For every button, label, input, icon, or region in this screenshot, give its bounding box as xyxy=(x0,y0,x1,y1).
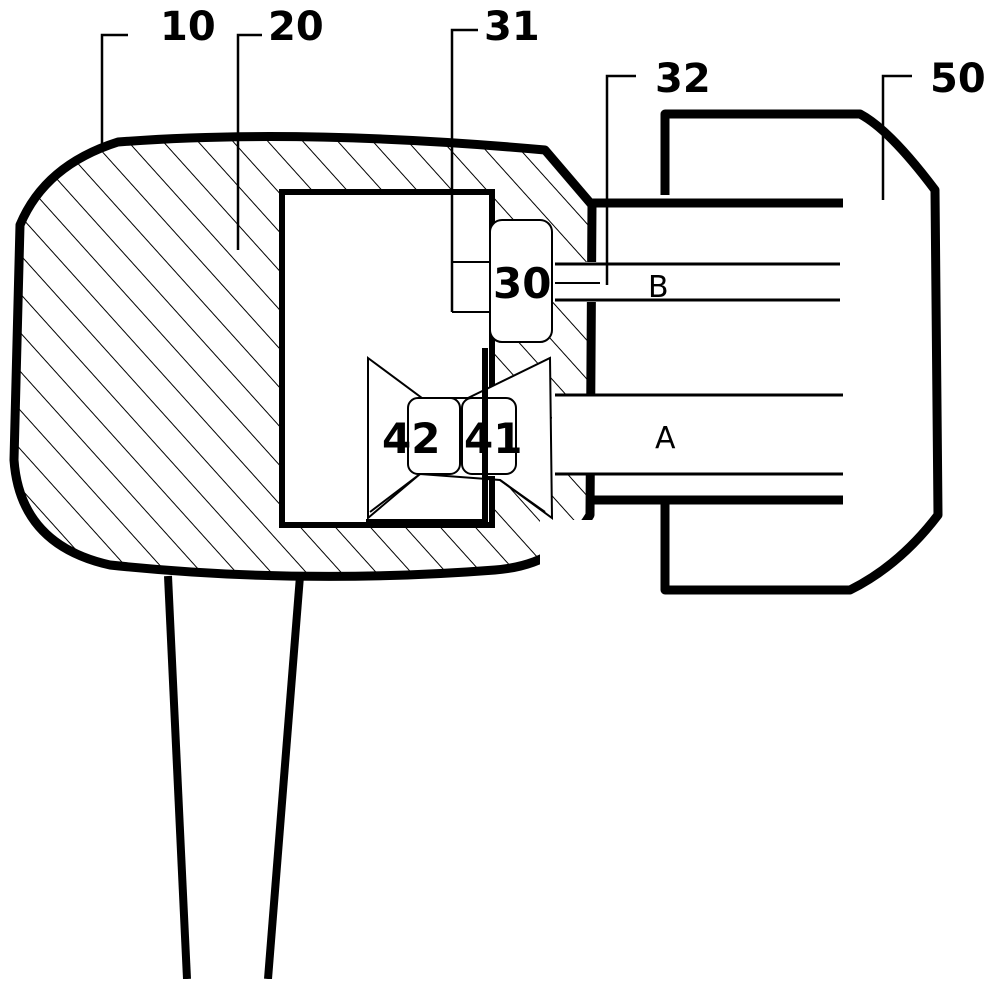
nozzle-channels xyxy=(540,262,597,570)
label-housing: 10 xyxy=(160,4,216,50)
leader-lines xyxy=(100,28,912,312)
label-channel-a: A xyxy=(655,421,676,456)
label-port-block-channel: 31 xyxy=(484,4,540,50)
leader-31 xyxy=(450,28,478,312)
driver-front xyxy=(461,397,517,475)
label-ear-tip: 50 xyxy=(930,56,986,102)
leader-20 xyxy=(236,33,262,250)
label-channel-b: B xyxy=(648,270,669,305)
cable xyxy=(164,575,304,980)
label-port-block-outlet: 32 xyxy=(655,56,711,102)
leader-50 xyxy=(881,74,912,200)
ear-tip xyxy=(590,109,943,595)
leader-32 xyxy=(605,74,636,285)
driver-back xyxy=(407,397,461,475)
label-cavity: 20 xyxy=(268,4,324,50)
driver-unit xyxy=(366,348,554,525)
channel-lines xyxy=(555,262,843,476)
leader-10 xyxy=(100,33,128,150)
port-block xyxy=(452,219,553,343)
label-port-block: 30 xyxy=(493,259,551,308)
label-driver-back: 42 xyxy=(382,414,440,463)
label-driver-front: 41 xyxy=(464,414,522,463)
